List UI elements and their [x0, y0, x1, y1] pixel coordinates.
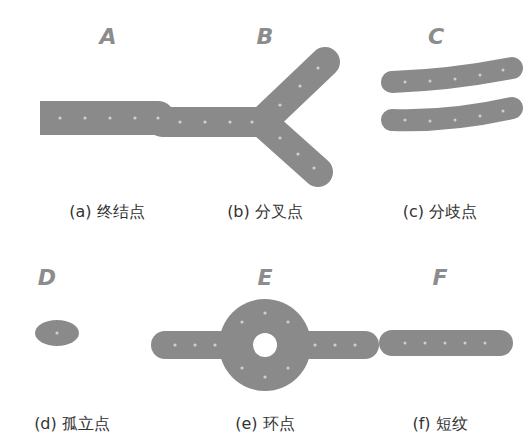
panel-caption: (d) 孤立点 [34, 414, 110, 435]
panel-caption: (f) 短纹 [412, 414, 467, 435]
divergence-ridge [392, 68, 512, 82]
ring-ridge [165, 331, 365, 359]
panel-letter: D [38, 265, 56, 290]
panel-caption: (e) 环点 [235, 414, 294, 435]
panel-caption: (a) 终结点 [69, 202, 144, 223]
divergence-ridge [392, 108, 512, 120]
panel-letter: B [257, 24, 274, 49]
panel-caption: (c) 分歧点 [403, 202, 477, 223]
panel-letter: A [99, 24, 116, 49]
bifurcation-ridge [262, 122, 318, 172]
panel-caption: (b) 分叉点 [227, 202, 303, 223]
panel-letter: F [432, 265, 447, 290]
isolated-dot [35, 320, 79, 346]
ring-ridge [219, 299, 311, 391]
panel-letter: C [428, 24, 444, 49]
ring-hole [253, 333, 277, 357]
short-ridge [392, 330, 500, 356]
panel-letter: E [257, 265, 272, 290]
